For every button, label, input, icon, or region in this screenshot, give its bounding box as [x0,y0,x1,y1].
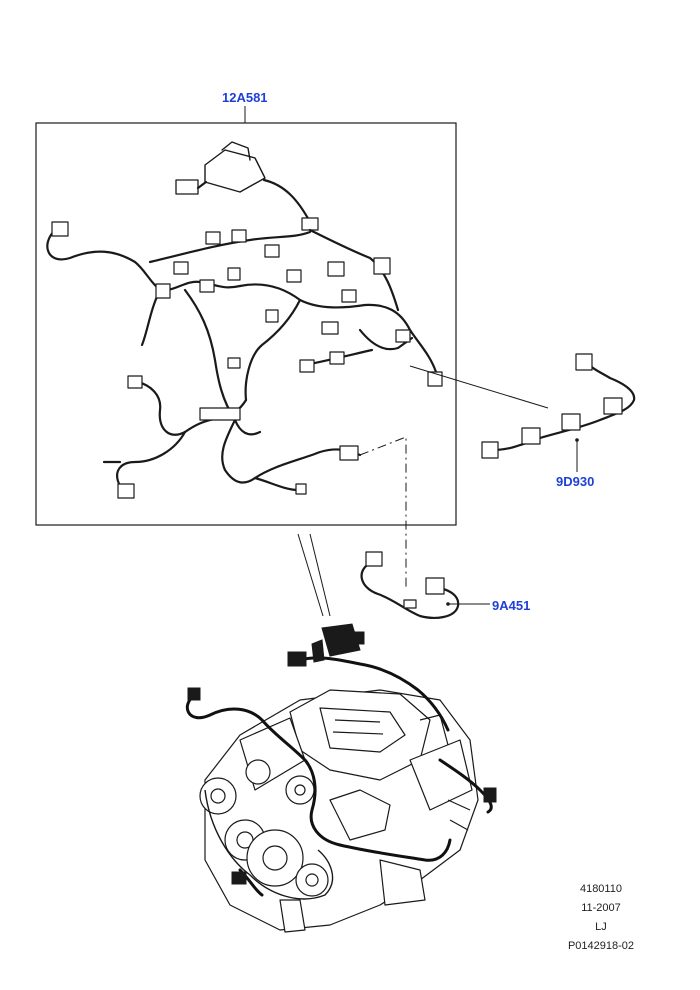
drawing-initials: LJ [595,921,607,933]
leader-main-to-9d930 [409,365,549,409]
sub-harness-9a451 [360,551,460,619]
pointer-line-b [309,533,331,617]
callout-12a581: 12A581 [222,90,268,105]
main-harness-12a581 [46,141,443,499]
engine-harness-module [187,623,497,885]
callout-9d930: 9D930 [556,474,595,489]
dashdot-leader [359,436,407,590]
injector-harness-9d930 [481,353,636,459]
pointer-line-a [297,533,324,617]
illustration-id: P0142918-02 [567,940,634,952]
harness-frame [35,122,457,526]
engine-illustration [199,689,479,933]
drawing-metadata: 4180110 11-2007 LJ P0142918-02 [568,880,634,956]
callout-9a451: 9A451 [492,598,531,613]
drawing-number: 4180110 [579,883,622,895]
drawing-date: 11-2007 [581,902,621,914]
